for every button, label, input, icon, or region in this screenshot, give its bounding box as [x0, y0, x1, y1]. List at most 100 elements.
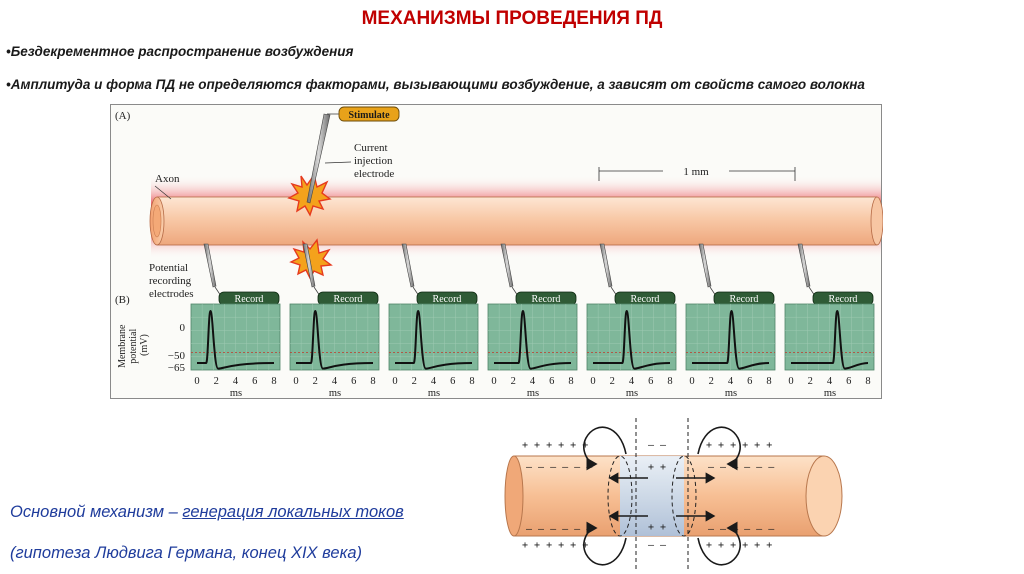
- stimulation-burst-icon: [289, 238, 333, 280]
- x-tick-label: 4: [629, 376, 635, 387]
- svg-text:Membrane potential: Membrane potential (mV): [117, 322, 150, 368]
- record-label: Record: [829, 294, 858, 305]
- recording-electrode: [599, 243, 613, 288]
- recording-electrode: [401, 243, 415, 288]
- recording-electrode: [500, 243, 514, 288]
- action-potential-trace: [395, 309, 473, 370]
- local-currents-diagram: + + + + + + + + + + + + – – – – – – – – …: [504, 418, 843, 572]
- electrode-label-line: Current: [354, 142, 388, 154]
- x-tick-label: 8: [865, 376, 870, 387]
- bullet-text: •Амплитуда и форма ПД не определяются фа…: [6, 77, 865, 92]
- recording-electrode: [698, 243, 712, 288]
- recording-electrode: [797, 243, 811, 288]
- x-tick-label: 4: [332, 376, 338, 387]
- x-tick-label: 4: [827, 376, 833, 387]
- svg-text:Current injection: Current injection electrode: [354, 142, 395, 180]
- recording-label-line: recording: [149, 275, 192, 287]
- x-unit-label: ms: [428, 388, 440, 399]
- active-zone-outer-charge: – –: [648, 440, 667, 451]
- x-tick-label: 4: [233, 376, 239, 387]
- x-tick-label: 2: [214, 376, 219, 387]
- charge-row-outer-top-left: + + + + + +: [522, 440, 588, 451]
- y-tick-label: −50: [168, 350, 186, 362]
- x-tick-label: 8: [568, 376, 573, 387]
- mechanism-prefix: Основной механизм –: [10, 503, 183, 521]
- x-tick-label: 0: [491, 376, 496, 387]
- x-tick-label: 6: [648, 376, 653, 387]
- axon-right-end: [870, 196, 883, 246]
- x-tick-label: 6: [450, 376, 455, 387]
- scale-label: 1 mm: [683, 166, 709, 178]
- active-zone-outer-charge: – –: [648, 540, 667, 551]
- x-tick-label: 6: [549, 376, 554, 387]
- axon-label: Axon: [155, 173, 180, 185]
- injection-electrode: [306, 113, 331, 204]
- recording-label-line: Potential: [149, 262, 188, 274]
- recording-label-line: electrodes: [149, 288, 194, 300]
- fiber-left-end: [504, 455, 524, 537]
- action-potential-trace: [791, 309, 869, 370]
- svg-text:Potential recording: Potential recording electrodes: [149, 262, 194, 300]
- axon-lumen: [152, 204, 162, 238]
- recording-electrode: [203, 243, 217, 288]
- panel-b-label: (B): [115, 294, 130, 306]
- stimulate-box: [338, 106, 400, 122]
- x-unit-label: ms: [626, 388, 638, 399]
- x-tick-label: 0: [590, 376, 595, 387]
- x-tick-label: 2: [610, 376, 615, 387]
- figure-propagation: (A) (B) Axon Stimulate Current injection…: [110, 104, 883, 399]
- mechanism-text: Основной механизм – генерация локальных …: [10, 503, 404, 522]
- x-tick-label: 2: [808, 376, 813, 387]
- record-label: Record: [532, 294, 561, 305]
- x-tick-label: 2: [709, 376, 714, 387]
- mechanism-highlight: генерация локальных токов: [182, 503, 404, 521]
- current-loop-arrow: [583, 521, 627, 566]
- active-zone-inner-charge: + +: [648, 462, 666, 473]
- charge-row-inner-bottom-right: – – – – – –: [708, 524, 775, 535]
- x-tick-label: 0: [194, 376, 199, 387]
- electrode-label-line: injection: [354, 155, 393, 167]
- action-potential-trace: [197, 309, 275, 370]
- panel-a-label: (A): [115, 110, 131, 122]
- electrode-label-line: electrode: [354, 168, 394, 180]
- x-tick-label: 8: [766, 376, 771, 387]
- recording-panels: Record 0 2 4 6 8 ms Record 0 2 4 6 8 ms Record 0 2 4 6 8 ms R…: [190, 243, 875, 399]
- charge-row-outer-bottom-right: + + + + + +: [706, 540, 772, 551]
- slide-title: МЕХАНИЗМЫ ПРОВЕДЕНИЯ ПД: [361, 8, 663, 29]
- x-tick-label: 6: [846, 376, 851, 387]
- x-tick-label: 4: [431, 376, 437, 387]
- record-label: Record: [730, 294, 759, 305]
- y-tick-label: 0: [180, 322, 186, 334]
- x-tick-label: 2: [511, 376, 516, 387]
- x-unit-label: ms: [824, 388, 836, 399]
- charge-row-outer-top-right: + + + + + +: [706, 440, 772, 451]
- x-tick-label: 6: [351, 376, 356, 387]
- charge-row-inner-bottom-left: – – – – – –: [526, 524, 593, 535]
- current-loop-arrow: [583, 426, 627, 471]
- record-label: Record: [433, 294, 462, 305]
- stimulate-label: Stimulate: [348, 110, 390, 121]
- x-tick-label: 0: [293, 376, 298, 387]
- x-tick-label: 8: [667, 376, 672, 387]
- fiber-right-end: [805, 455, 843, 537]
- x-unit-label: ms: [329, 388, 341, 399]
- y-axis-label-line: potential: [128, 329, 139, 364]
- x-tick-label: 8: [271, 376, 276, 387]
- current-loop-arrow: [697, 426, 741, 471]
- active-zone-boundary: [671, 455, 697, 537]
- y-axis-label-line: (mV): [139, 334, 150, 356]
- active-zone-inner-charge: + +: [648, 522, 666, 533]
- record-label: Record: [334, 294, 363, 305]
- y-axis-label-line: Membrane: [117, 324, 128, 368]
- x-tick-label: 6: [252, 376, 257, 387]
- current-loop-arrow: [697, 521, 741, 566]
- x-tick-label: 0: [689, 376, 694, 387]
- record-label: Record: [631, 294, 660, 305]
- charge-row-outer-bottom-left: + + + + + +: [522, 540, 588, 551]
- x-tick-label: 4: [530, 376, 536, 387]
- active-zone: [620, 456, 684, 536]
- x-tick-label: 6: [747, 376, 752, 387]
- charge-row-inner-top-left: – – – – – –: [526, 462, 593, 473]
- action-potential-trace: [296, 309, 374, 370]
- action-potential-trace: [593, 309, 671, 370]
